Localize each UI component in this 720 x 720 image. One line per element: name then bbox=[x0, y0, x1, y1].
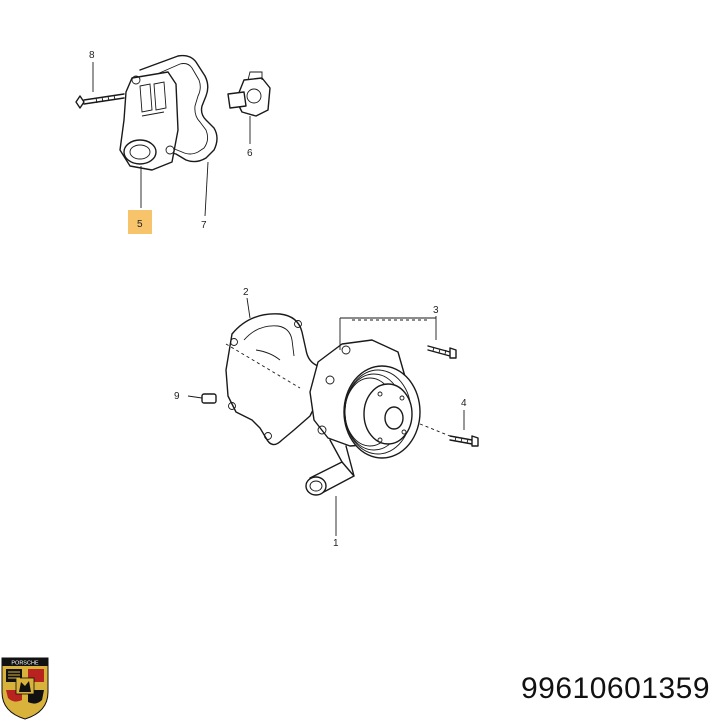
callout-2[interactable]: 2 bbox=[243, 287, 249, 298]
svg-text:3: 3 bbox=[433, 305, 439, 316]
callout-4[interactable]: 4 bbox=[461, 398, 467, 409]
porsche-crest-logo: PORSCHE bbox=[1, 657, 49, 720]
thermostat bbox=[227, 71, 271, 117]
callout-3[interactable]: 3 bbox=[433, 305, 439, 316]
callout-1[interactable]: 1 bbox=[333, 538, 339, 549]
bolt-3 bbox=[427, 345, 457, 359]
dowel-pin-9 bbox=[201, 393, 217, 404]
part-number-label: 99610601359 bbox=[520, 672, 710, 705]
svg-text:PORSCHE: PORSCHE bbox=[11, 661, 39, 667]
bolt-8 bbox=[75, 93, 125, 109]
callout-5-highlight bbox=[128, 210, 152, 234]
thermostat-housing bbox=[119, 71, 179, 171]
callout-8[interactable]: 8 bbox=[89, 50, 95, 61]
callout-9[interactable]: 9 bbox=[174, 391, 180, 402]
svg-text:4: 4 bbox=[461, 398, 467, 409]
svg-text:7: 7 bbox=[201, 220, 207, 231]
svg-text:1: 1 bbox=[333, 538, 339, 549]
leader-lines-lower bbox=[187, 297, 465, 536]
bolt-4 bbox=[449, 435, 479, 447]
svg-text:5: 5 bbox=[137, 219, 143, 230]
svg-text:9: 9 bbox=[174, 391, 180, 402]
leader-lines-upper bbox=[92, 62, 251, 217]
callout-7[interactable]: 7 bbox=[201, 220, 207, 231]
svg-text:6: 6 bbox=[247, 148, 253, 159]
water-pump-gasket bbox=[225, 313, 325, 446]
svg-text:2: 2 bbox=[243, 287, 249, 298]
callout-6[interactable]: 6 bbox=[247, 148, 253, 159]
water-pump bbox=[305, 339, 421, 496]
svg-text:8: 8 bbox=[89, 50, 95, 61]
callout-5[interactable]: 5 bbox=[128, 210, 152, 234]
thermostat-housing-gasket bbox=[139, 54, 218, 163]
